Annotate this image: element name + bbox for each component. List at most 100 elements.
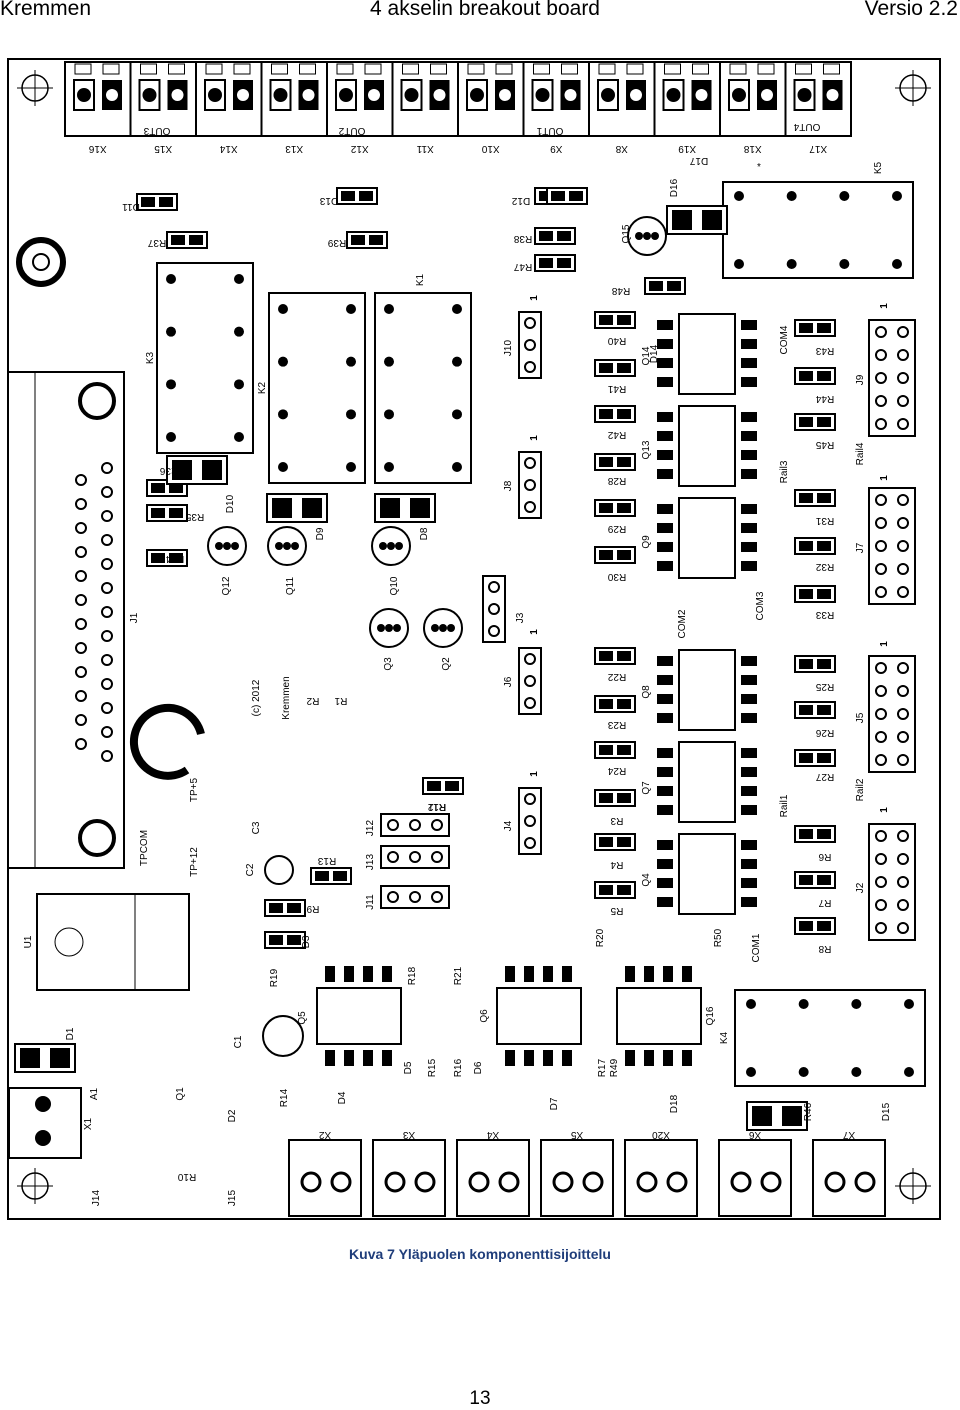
to92-transistor [267,526,307,566]
smd-pad-pair [594,359,636,377]
ref-r49: R49 [609,1058,620,1077]
ref-d5: D5 [403,1061,414,1074]
pin-one-marker: 1 [529,295,540,301]
ref-r25: R25 [815,681,834,692]
smd-pad-pair [264,899,306,917]
smd-pad-pair [794,871,836,889]
smd-pad-pair [534,227,576,245]
electrolytic-capacitor [264,855,294,885]
ref-d17: D17 [689,155,708,166]
out4-star: * [757,162,761,173]
relay-k5 [722,181,914,279]
ref-j10: J10 [503,340,514,357]
terminal-block-x9 [522,61,590,137]
ref-c1: C1 [233,1035,244,1048]
ref-d15: D15 [881,1102,892,1121]
header-2x5 [868,823,916,941]
relay-k3 [156,262,254,454]
ref-j6: J6 [503,676,514,687]
relay-label-k5: K5 [873,161,884,174]
connector-label-x3: X3 [402,1129,415,1140]
ref-q1: Q1 [175,1087,186,1101]
connector-label-x9: X9 [550,143,563,154]
pin-one-marker: 1 [529,771,540,777]
smd-diode [374,493,436,523]
ref-r15: R15 [427,1058,438,1077]
ref-r18: R18 [407,966,418,985]
ref-d13: D13 [319,195,338,206]
smd-pad-pair [594,499,636,517]
ref-r14: R14 [279,1088,290,1107]
ground-ring [16,237,66,287]
ref-r9: R9 [306,903,319,914]
terminal-block-x12 [326,61,394,137]
ref-j11: J11 [365,894,376,910]
smd-pad-pair [594,695,636,713]
ref-j15: J15 [227,1190,238,1207]
header-1x3 [518,311,542,379]
ref-r8: R8 [818,943,831,954]
ref-r6: R6 [818,851,831,862]
ref-q16: Q16 [705,1006,716,1025]
relay-label-k3: K3 [145,351,156,364]
ref-d16: D16 [669,178,680,197]
smd-pad-pair [794,749,836,767]
copyright-text: (c) 2012 [251,679,262,716]
ref-r50: R50 [713,928,724,947]
ref-q2: Q2 [441,657,452,671]
ref-j8: J8 [503,480,514,491]
smd-pad-pair [644,277,686,295]
terminal-block-x11 [391,61,459,137]
to92-transistor [423,608,463,648]
smd-pad-pair [594,647,636,665]
ref-com1: COM1 [751,933,762,962]
ref-r35: R35 [185,511,204,522]
smd-pad-pair [794,917,836,935]
header-2x5 [868,487,916,605]
terminal-block-x6 [718,1139,792,1217]
ref-r11: R11 [428,801,446,812]
smd-pad-pair [136,193,178,211]
ref-r28: R28 [607,475,626,486]
ref-d7: D7 [549,1097,560,1110]
ref-r44: R44 [815,393,834,404]
ref-q7: Q7 [641,781,652,795]
mounting-hole [17,1168,53,1204]
ref-j14: J14 [91,1190,102,1207]
regulator-u1 [36,893,190,991]
terminal-block-x20 [624,1139,698,1217]
smd-pad-pair [594,881,636,899]
smd-pad-pair [594,311,636,329]
ref-q3: Q3 [383,657,394,671]
smd-pad-pair [794,537,836,555]
out-label-out1: OUT1 [536,125,563,136]
optocoupler-footprint [657,497,757,579]
connector-label-x18: X18 [743,143,761,154]
smd-pad-pair [794,701,836,719]
terminal-block-x7 [812,1139,886,1217]
ref-r2: R2 [306,695,319,706]
ref-r30: R30 [607,571,626,582]
smd-pad-pair [166,231,208,249]
terminal-block-x16 [64,61,132,137]
ref-r24: R24 [607,765,626,776]
ref-r19: R19 [269,968,280,987]
optocoupler-footprint [657,313,757,395]
ref-j4: J4 [503,820,514,831]
smd-pad-pair [594,789,636,807]
connector-label-x4: X4 [486,1129,499,1140]
header-1x3-horizontal [380,885,450,909]
ground-ring-hole [32,253,50,271]
connector-label-x8: X8 [615,143,628,154]
out-label-out4: OUT4 [793,121,820,132]
header-1x3 [518,647,542,715]
smd-pad-pair [794,489,836,507]
ref-r42: R42 [607,429,626,440]
smd-pad-pair [594,546,636,564]
terminal-block-x15 [129,61,197,137]
to92-transistor [371,526,411,566]
smd-pad-pair [594,405,636,423]
smd-pad-pair [346,231,388,249]
ref-q10: Q10 [389,576,400,595]
ref-j5: J5 [855,712,866,723]
